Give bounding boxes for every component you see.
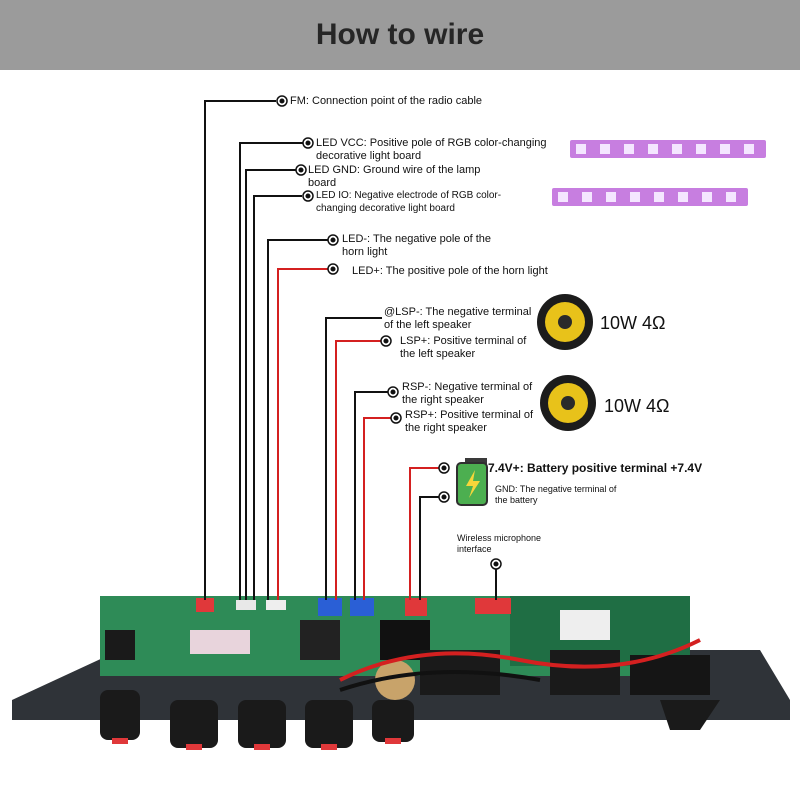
wire-rsp-plus: [363, 417, 391, 600]
connector-battery: [405, 598, 427, 616]
wire-led-io: [253, 195, 302, 600]
label-mic: Wireless microphone interface: [457, 533, 542, 554]
ground-wire: [339, 670, 541, 692]
connector-fm: [196, 598, 214, 612]
label-lsp-plus: LSP+: Positive terminal of the left spea…: [400, 335, 527, 360]
wire-fm: [204, 100, 276, 600]
label-fm: FM: Connection point of the radio cable: [290, 95, 483, 107]
connector-right-speaker: [350, 598, 374, 616]
led-strip-bottom: [552, 188, 748, 206]
label-lsp-minus: @LSP-: The negative terminal of the left…: [384, 306, 532, 331]
knobs: [100, 690, 414, 748]
wire-gnd: [419, 496, 444, 600]
switch-right: [550, 650, 620, 695]
wire-led-gnd: [245, 169, 296, 600]
wire-lsp-minus: [325, 317, 382, 600]
connector-left-speaker: [318, 598, 342, 616]
label-led-minus: LED-: The negative pole of the horn ligh…: [342, 233, 492, 258]
antenna-trace: [105, 630, 135, 660]
label-led-gnd: LED GND: Ground wire of the lamp board: [308, 164, 481, 189]
speaker-right-rating: 10W 4Ω: [604, 396, 670, 416]
wire-rsp-minus: [354, 391, 391, 600]
speaker-icon-right: [540, 375, 596, 431]
wire-led-minus: [267, 239, 330, 600]
title-banner: How to wire: [0, 0, 800, 70]
white-connector: [560, 610, 610, 640]
connector-mic: [475, 598, 511, 614]
speaker-left-rating: 10W 4Ω: [600, 313, 666, 333]
battery-icon: [456, 458, 488, 506]
label-gnd: GND: The negative terminal of the batter…: [495, 484, 617, 505]
label-led-io: LED IO: Negative electrode of RGB color-…: [316, 190, 502, 214]
capacitor: [375, 660, 415, 700]
wire-led-vcc: [239, 142, 305, 600]
side-knob: [660, 700, 720, 730]
connector-led-rgb: [236, 600, 256, 610]
knob-tips: [112, 738, 401, 750]
page-title: How to wire: [315, 18, 485, 51]
label-rsp-minus: RSP-: Negative terminal of the right spe…: [402, 381, 533, 406]
label-led-vcc: LED VCC: Positive pole of RGB color-chan…: [316, 137, 547, 162]
label-rsp-plus: RSP+: Positive terminal of the right spe…: [405, 409, 534, 434]
connector-led-horn: [266, 600, 286, 610]
power-wire: [339, 638, 701, 682]
amplifier-board: [12, 596, 790, 750]
label-battery-plus: 7.4V+: Battery positive terminal +7.4V: [488, 461, 703, 475]
pink-chip: [190, 630, 250, 654]
wire-battery-plus: [409, 467, 444, 600]
speaker-icon-left: [537, 294, 593, 350]
chip: [300, 620, 340, 660]
wire-lsp-plus: [335, 340, 382, 600]
wire-led-plus: [277, 268, 330, 600]
led-strip-top: [570, 140, 766, 158]
leader-lines: [204, 100, 497, 600]
label-led-plus: LED+: The positive pole of the horn ligh…: [352, 265, 548, 277]
pin-markers: [276, 95, 502, 570]
